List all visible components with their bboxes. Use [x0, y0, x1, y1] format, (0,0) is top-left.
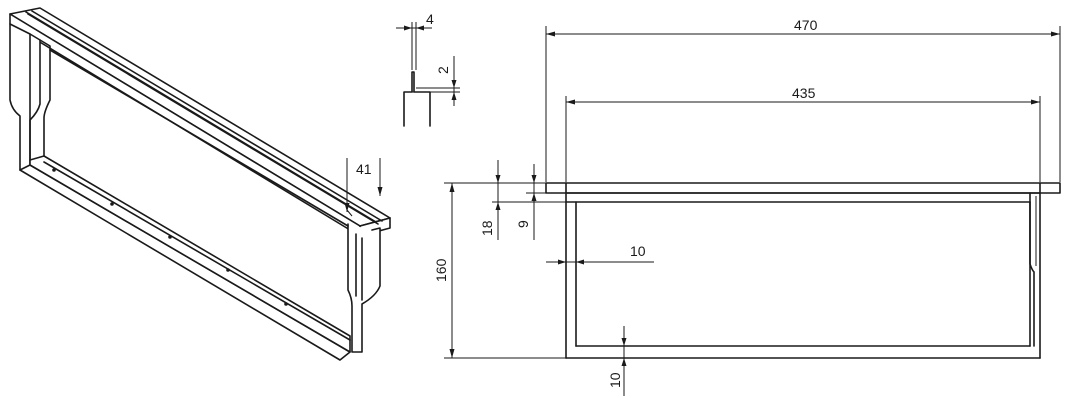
dim-label-groove-depth: 2: [435, 66, 451, 74]
dimension-41: 41: [344, 158, 383, 217]
dim-label-height: 160: [433, 258, 449, 282]
dimension-435: 435: [565, 85, 1041, 182]
isometric-frame-view: 41: [9, 7, 391, 361]
dimension-18: 18: [479, 160, 566, 240]
dim-label-side-bar: 10: [630, 243, 646, 259]
dim-label-groove-side: 9: [515, 220, 531, 228]
dim-label-bottom-bar: 10: [607, 372, 623, 388]
nail-hole-4: [226, 268, 230, 272]
dim-label-overall-length: 470: [794, 17, 818, 33]
dimension-9: 9: [515, 164, 566, 240]
dimension-10-side: 10: [546, 243, 654, 265]
dim-label-top-bar: 18: [479, 220, 495, 236]
dim-label-groove-width: 4: [426, 11, 434, 27]
front-elevation-view: 470 435 160 18: [433, 17, 1061, 396]
nail-hole-5: [284, 302, 288, 306]
dim-label-depth: 41: [356, 161, 372, 177]
dimension-470: 470: [545, 17, 1061, 182]
groove-detail-view: 4 2: [396, 11, 460, 127]
dimension-10-bottom: 10: [607, 326, 627, 396]
nail-hole-2: [110, 202, 114, 206]
dim-label-inner-length: 435: [792, 85, 816, 101]
nail-hole-3: [168, 235, 172, 239]
nail-hole-1: [52, 168, 56, 172]
dimension-160: 160: [433, 182, 566, 359]
